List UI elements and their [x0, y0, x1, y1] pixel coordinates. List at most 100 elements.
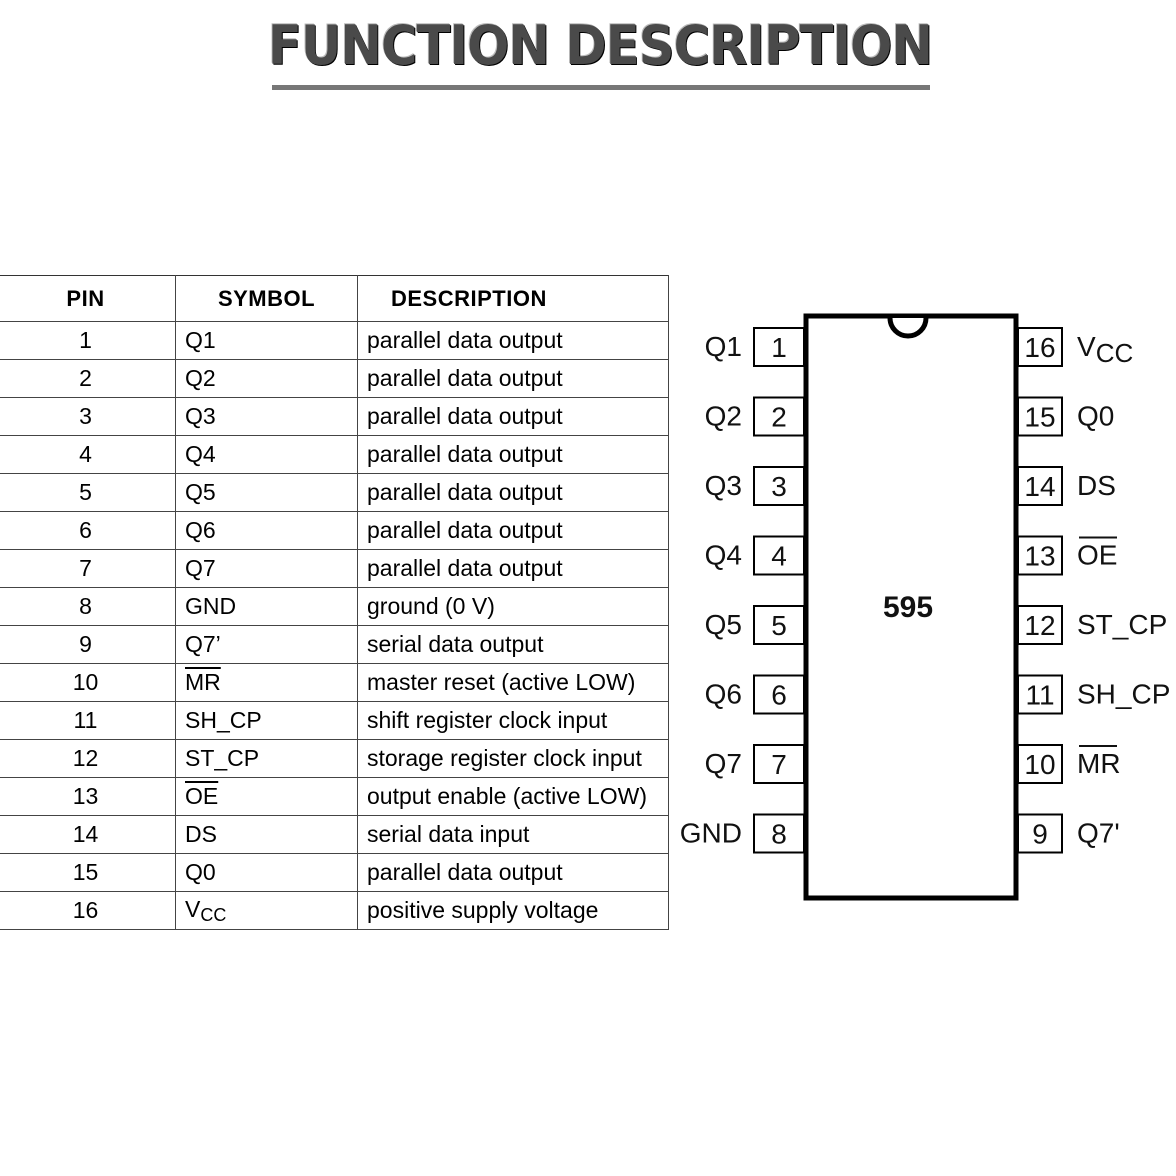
- left-pin-number: 8: [771, 819, 787, 850]
- pin-number-cell: 5: [0, 473, 176, 512]
- left-pin-label: Q6: [705, 679, 742, 710]
- left-pin-label: Q4: [705, 540, 742, 571]
- part-number: 595: [883, 591, 933, 624]
- left-pin-label: Q3: [705, 470, 742, 501]
- pin-symbol-text: ST_CP: [185, 745, 260, 771]
- header-description: DESCRIPTION: [357, 275, 669, 322]
- right-pin-label-text: Q0: [1077, 401, 1114, 432]
- left-pin-label: Q7: [705, 748, 742, 779]
- pin-number-cell: 14: [0, 815, 176, 854]
- right-pin-label-text: DS: [1077, 470, 1116, 501]
- right-pin-number: 13: [1024, 541, 1055, 572]
- pin-symbol-text: V: [185, 895, 201, 922]
- right-pin-label: Q0: [1077, 401, 1114, 432]
- pin-description-cell: parallel data output: [357, 321, 669, 360]
- left-pin-box: [753, 744, 805, 784]
- pin-symbol-text: SH_CP: [185, 707, 262, 733]
- left-pin-box: [753, 396, 805, 437]
- table-header-row: PIN SYMBOL DESCRIPTION: [0, 275, 669, 322]
- table-row: 4 Q4 parallel data output: [0, 435, 669, 474]
- pin-symbol-text: Q1: [185, 327, 216, 353]
- right-pin-box: [1017, 605, 1063, 645]
- pin-number-cell: 4: [0, 435, 176, 474]
- right-pin-number: 10: [1024, 749, 1055, 780]
- right-pin-box: [1017, 744, 1063, 784]
- heading-underline: [272, 85, 930, 90]
- left-pin-number: 1: [771, 332, 787, 363]
- left-pin-box: [753, 327, 805, 367]
- pin-symbol-cell: SH_CP: [175, 701, 358, 740]
- pin-symbol-cell: ST_CP: [175, 739, 358, 778]
- pin-symbol-text: MR: [185, 669, 221, 695]
- pin-symbol-cell: Q0: [175, 853, 358, 892]
- pin-number-cell: 2: [0, 359, 176, 398]
- right-pin-label-subscript: CC: [1096, 338, 1134, 368]
- right-pin-number: 9: [1032, 819, 1048, 850]
- right-pin-label: DS: [1077, 470, 1116, 501]
- right-pin-label: MR: [1077, 748, 1121, 779]
- left-pin-box: [753, 605, 805, 645]
- pin-symbol-cell: MR: [175, 663, 358, 702]
- pin-symbol-cell: VCC: [175, 891, 358, 930]
- pin-description-cell: output enable (active LOW): [357, 777, 669, 816]
- left-pin-box: [753, 813, 805, 854]
- right-pin-label: SH_CP: [1077, 679, 1170, 710]
- right-pin-box: [1017, 813, 1063, 854]
- pin-symbol-text: Q6: [185, 517, 216, 543]
- right-pin-label-text: V: [1077, 331, 1096, 362]
- pin-number-cell: 10: [0, 663, 176, 702]
- pin-symbol-text: GND: [185, 593, 237, 619]
- pin-symbol-text: OE: [185, 783, 219, 809]
- right-pin-box: [1017, 674, 1063, 715]
- left-pin-box: [753, 674, 805, 715]
- pin-symbol-text: Q3: [185, 403, 216, 429]
- pin-symbol-text: Q2: [185, 365, 216, 391]
- right-pin-box: [1017, 466, 1063, 506]
- right-pin-box: [1017, 327, 1063, 367]
- right-pin-number: 12: [1024, 610, 1055, 641]
- pin-description-cell: serial data output: [357, 625, 669, 664]
- left-pin-box: [753, 535, 805, 576]
- pin-symbol-text: Q0: [185, 859, 216, 885]
- pin-number-cell: 11: [0, 701, 176, 740]
- pin-number-cell: 3: [0, 397, 176, 436]
- pin-description-cell: ground (0 V): [357, 587, 669, 626]
- pin-number-cell: 7: [0, 549, 176, 588]
- right-pin-box: [1017, 396, 1063, 437]
- left-pin-number: 7: [771, 749, 787, 780]
- ic-body: [803, 313, 1019, 901]
- left-pin-label: Q2: [705, 401, 742, 432]
- pin-symbol-subscript: CC: [200, 904, 227, 925]
- pin-symbol-text: Q4: [185, 441, 216, 467]
- page-heading: FUNCTION DESCRIPTION: [267, 14, 933, 77]
- pin-symbol-text: Q7’: [185, 631, 221, 657]
- pin-number-cell: 9: [0, 625, 176, 664]
- right-pin-label-text: MR: [1077, 748, 1121, 779]
- left-pin-number: 5: [771, 610, 787, 641]
- pin-symbol-text: Q7: [185, 555, 216, 581]
- pin-description-cell: serial data input: [357, 815, 669, 854]
- header-pin: PIN: [0, 275, 176, 322]
- pin-description-cell: parallel data output: [357, 435, 669, 474]
- pin-number-cell: 6: [0, 511, 176, 550]
- pin-symbol-cell: GND: [175, 587, 358, 626]
- right-pin-number: 11: [1025, 680, 1054, 711]
- left-pin-number: 6: [771, 680, 787, 711]
- right-pin-label: Q7': [1077, 818, 1120, 849]
- pin-number-cell: 15: [0, 853, 176, 892]
- pin-symbol-cell: Q3: [175, 397, 358, 436]
- left-pin-label: GND: [680, 818, 742, 849]
- right-pin-box: [1017, 535, 1063, 576]
